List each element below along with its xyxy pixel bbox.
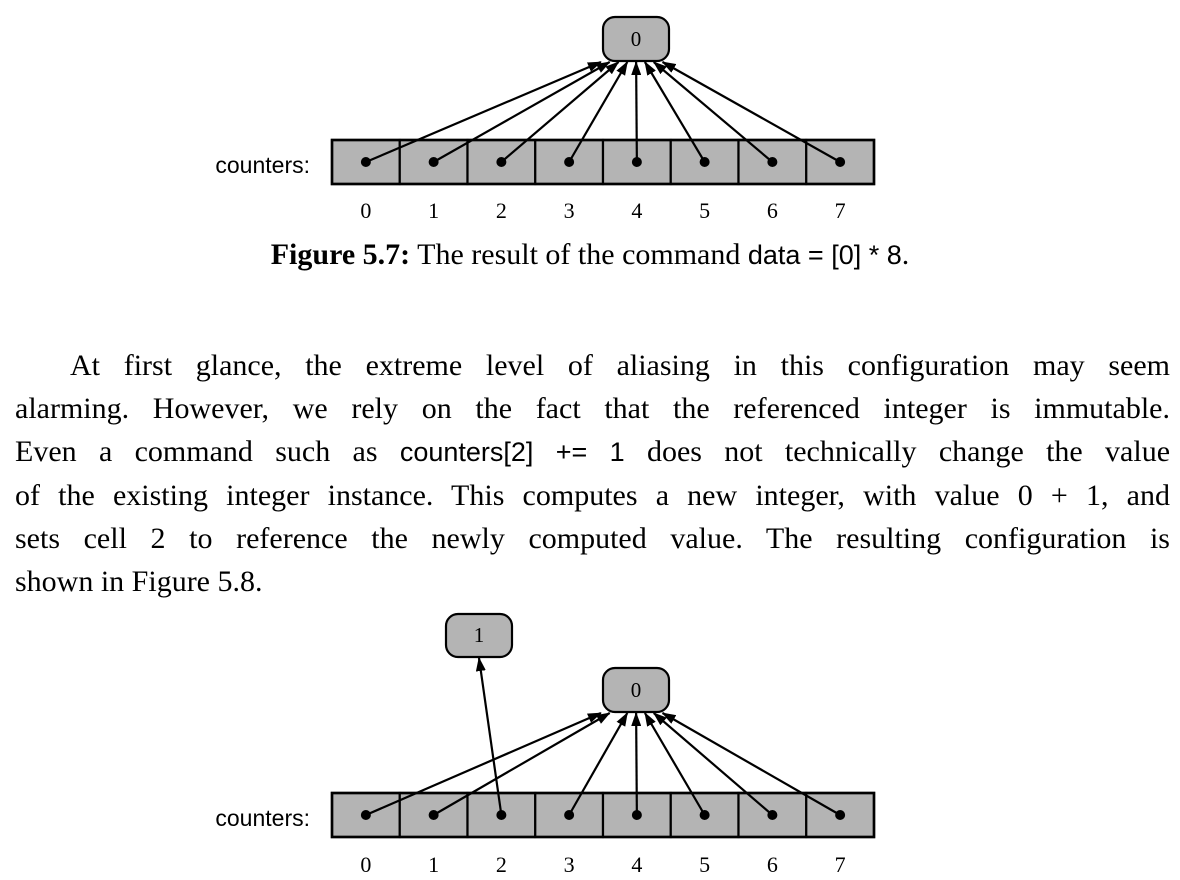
cell-index-label: 4: [631, 852, 642, 877]
reference-arrow: [568, 61, 629, 163]
caption-code: data = [0] * 8: [747, 240, 902, 270]
integer-node-value: 0: [631, 27, 642, 51]
reference-arrow: [631, 61, 642, 163]
cell-index-label: 1: [428, 852, 439, 877]
cell-index-label: 3: [564, 198, 575, 223]
array-label: counters:: [215, 152, 310, 178]
figure-5-8: counters: 1 0 0 1 2 3 4 5 6 7: [0, 600, 1180, 880]
reference-arrow: [643, 712, 706, 816]
reference-arrow: [433, 61, 611, 163]
cell-index-label: 7: [835, 198, 846, 223]
cell-index-label: 1: [428, 198, 439, 223]
reference-arrow: [365, 60, 602, 164]
reference-arrow: [475, 657, 503, 816]
figure-5-7: counters: 0 0 1 2 3 4 5 6 7: [0, 0, 1180, 230]
cell-index-label: 4: [631, 198, 642, 223]
array-border: [330, 791, 876, 839]
figure-5-7-diagram: counters: 0 0 1 2 3 4 5 6 7: [215, 15, 876, 223]
cell-index-label: 2: [496, 198, 507, 223]
reference-arrow: [652, 712, 774, 816]
reference-arrow: [500, 61, 620, 163]
body-paragraph: At first glance, the extreme level of al…: [15, 344, 1170, 603]
paragraph-line-6: shown in Figure 5.8.: [15, 565, 263, 598]
reference-arrow: [568, 712, 629, 816]
paragraph-line-4: of the existing integer instance. This c…: [15, 479, 1170, 512]
reference-arrow: [652, 61, 774, 163]
reference-arrow: [661, 712, 841, 816]
array-border: [330, 138, 876, 186]
reference-arrow: [631, 712, 642, 816]
figure-5-8-diagram: counters: 1 0 0 1 2 3 4 5 6 7: [215, 612, 876, 877]
integer-node-1: [444, 612, 514, 659]
cell-index-label: 0: [360, 852, 371, 877]
caption-end: .: [901, 238, 910, 271]
reference-arrow: [365, 711, 602, 817]
cell-index-label: 6: [767, 198, 778, 223]
caption-label: Figure 5.7:: [270, 238, 411, 271]
integer-node-0: [601, 666, 671, 714]
cell-index-label: 3: [564, 852, 575, 877]
paragraph-line-3: Even a command such as counters[2] += 1 …: [15, 430, 1170, 474]
figure-5-7-caption: Figure 5.7: The result of the command da…: [0, 238, 1180, 272]
integer-node-value: 1: [474, 623, 485, 647]
line3-after: does not technically change the value: [646, 435, 1171, 468]
integer-node-value: 0: [631, 678, 642, 702]
cell-index-label: 5: [699, 198, 710, 223]
cell-index-label: 2: [496, 852, 507, 877]
cell-index-label: 5: [699, 852, 710, 877]
cell-index-label: 7: [835, 852, 846, 877]
array-label: counters:: [215, 805, 310, 831]
caption-text: The result of the command: [417, 238, 741, 271]
reference-arrow: [643, 61, 706, 163]
reference-arrow: [433, 712, 611, 816]
integer-node-0: [601, 15, 671, 63]
line3-before: Even a command such as: [15, 435, 378, 468]
cell-index-label: 6: [767, 852, 778, 877]
inline-code: counters[2] += 1: [399, 437, 625, 467]
reference-arrow: [661, 61, 841, 163]
paragraph-line-2: alarming. However, we rely on the fact t…: [15, 392, 1170, 425]
paragraph-line-5: sets cell 2 to reference the newly compu…: [15, 522, 1170, 555]
cell-index-label: 0: [360, 198, 371, 223]
paragraph-line-1: At first glance, the extreme level of al…: [70, 349, 1170, 382]
